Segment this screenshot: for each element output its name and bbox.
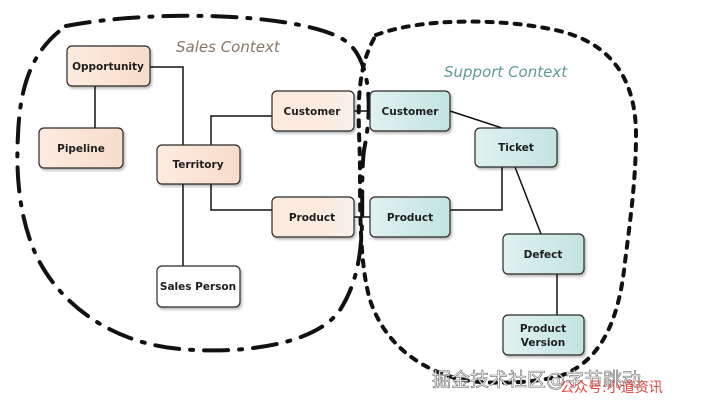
- watermark-subtext: 公众号:小道资讯: [560, 380, 663, 396]
- node-product-version-label-1: Product: [520, 323, 566, 335]
- sales-context-boundary: [15, 13, 371, 353]
- link-territory-product: [210, 184, 272, 211]
- node-defect-label: Defect: [524, 249, 563, 261]
- link-territory-customer: [210, 115, 272, 145]
- node-support-customer-label: Customer: [382, 106, 440, 118]
- link-ticket-defect: [514, 166, 542, 235]
- sales-context-title: Sales Context: [176, 38, 281, 56]
- node-product-version: Product Version: [502, 314, 585, 356]
- node-ticket: Ticket: [474, 127, 558, 168]
- link-product-ticket: [450, 167, 503, 211]
- node-sales-customer-label: Customer: [284, 106, 342, 118]
- node-sales-product: Product: [271, 196, 355, 238]
- watermark-text: 掘金技术社区@字节跳动: [432, 369, 641, 391]
- node-territory: Territory: [156, 144, 241, 185]
- node-opportunity: Opportunity: [66, 45, 151, 87]
- node-sales-person-label: Sales Person: [160, 281, 236, 293]
- node-pipeline: Pipeline: [38, 127, 124, 169]
- support-context-title: Support Context: [444, 63, 568, 81]
- node-defect: Defect: [502, 233, 585, 275]
- node-product-version-label-2: Version: [521, 337, 565, 349]
- node-support-customer: Customer: [369, 90, 451, 132]
- node-ticket-label: Ticket: [498, 142, 534, 154]
- node-support-product: Product: [369, 196, 451, 238]
- node-pipeline-label: Pipeline: [57, 143, 105, 155]
- node-sales-person: Sales Person: [156, 265, 241, 308]
- node-territory-label: Territory: [172, 159, 223, 171]
- node-sales-customer: Customer: [271, 90, 355, 132]
- support-context-boundary: [356, 19, 639, 385]
- link-customer-ticket: [449, 110, 503, 129]
- node-sales-product-label: Product: [289, 212, 335, 224]
- connectors: [94, 66, 558, 315]
- link-opportunity-territory: [150, 66, 184, 145]
- node-support-product-label: Product: [387, 212, 433, 224]
- node-opportunity-label: Opportunity: [72, 61, 144, 73]
